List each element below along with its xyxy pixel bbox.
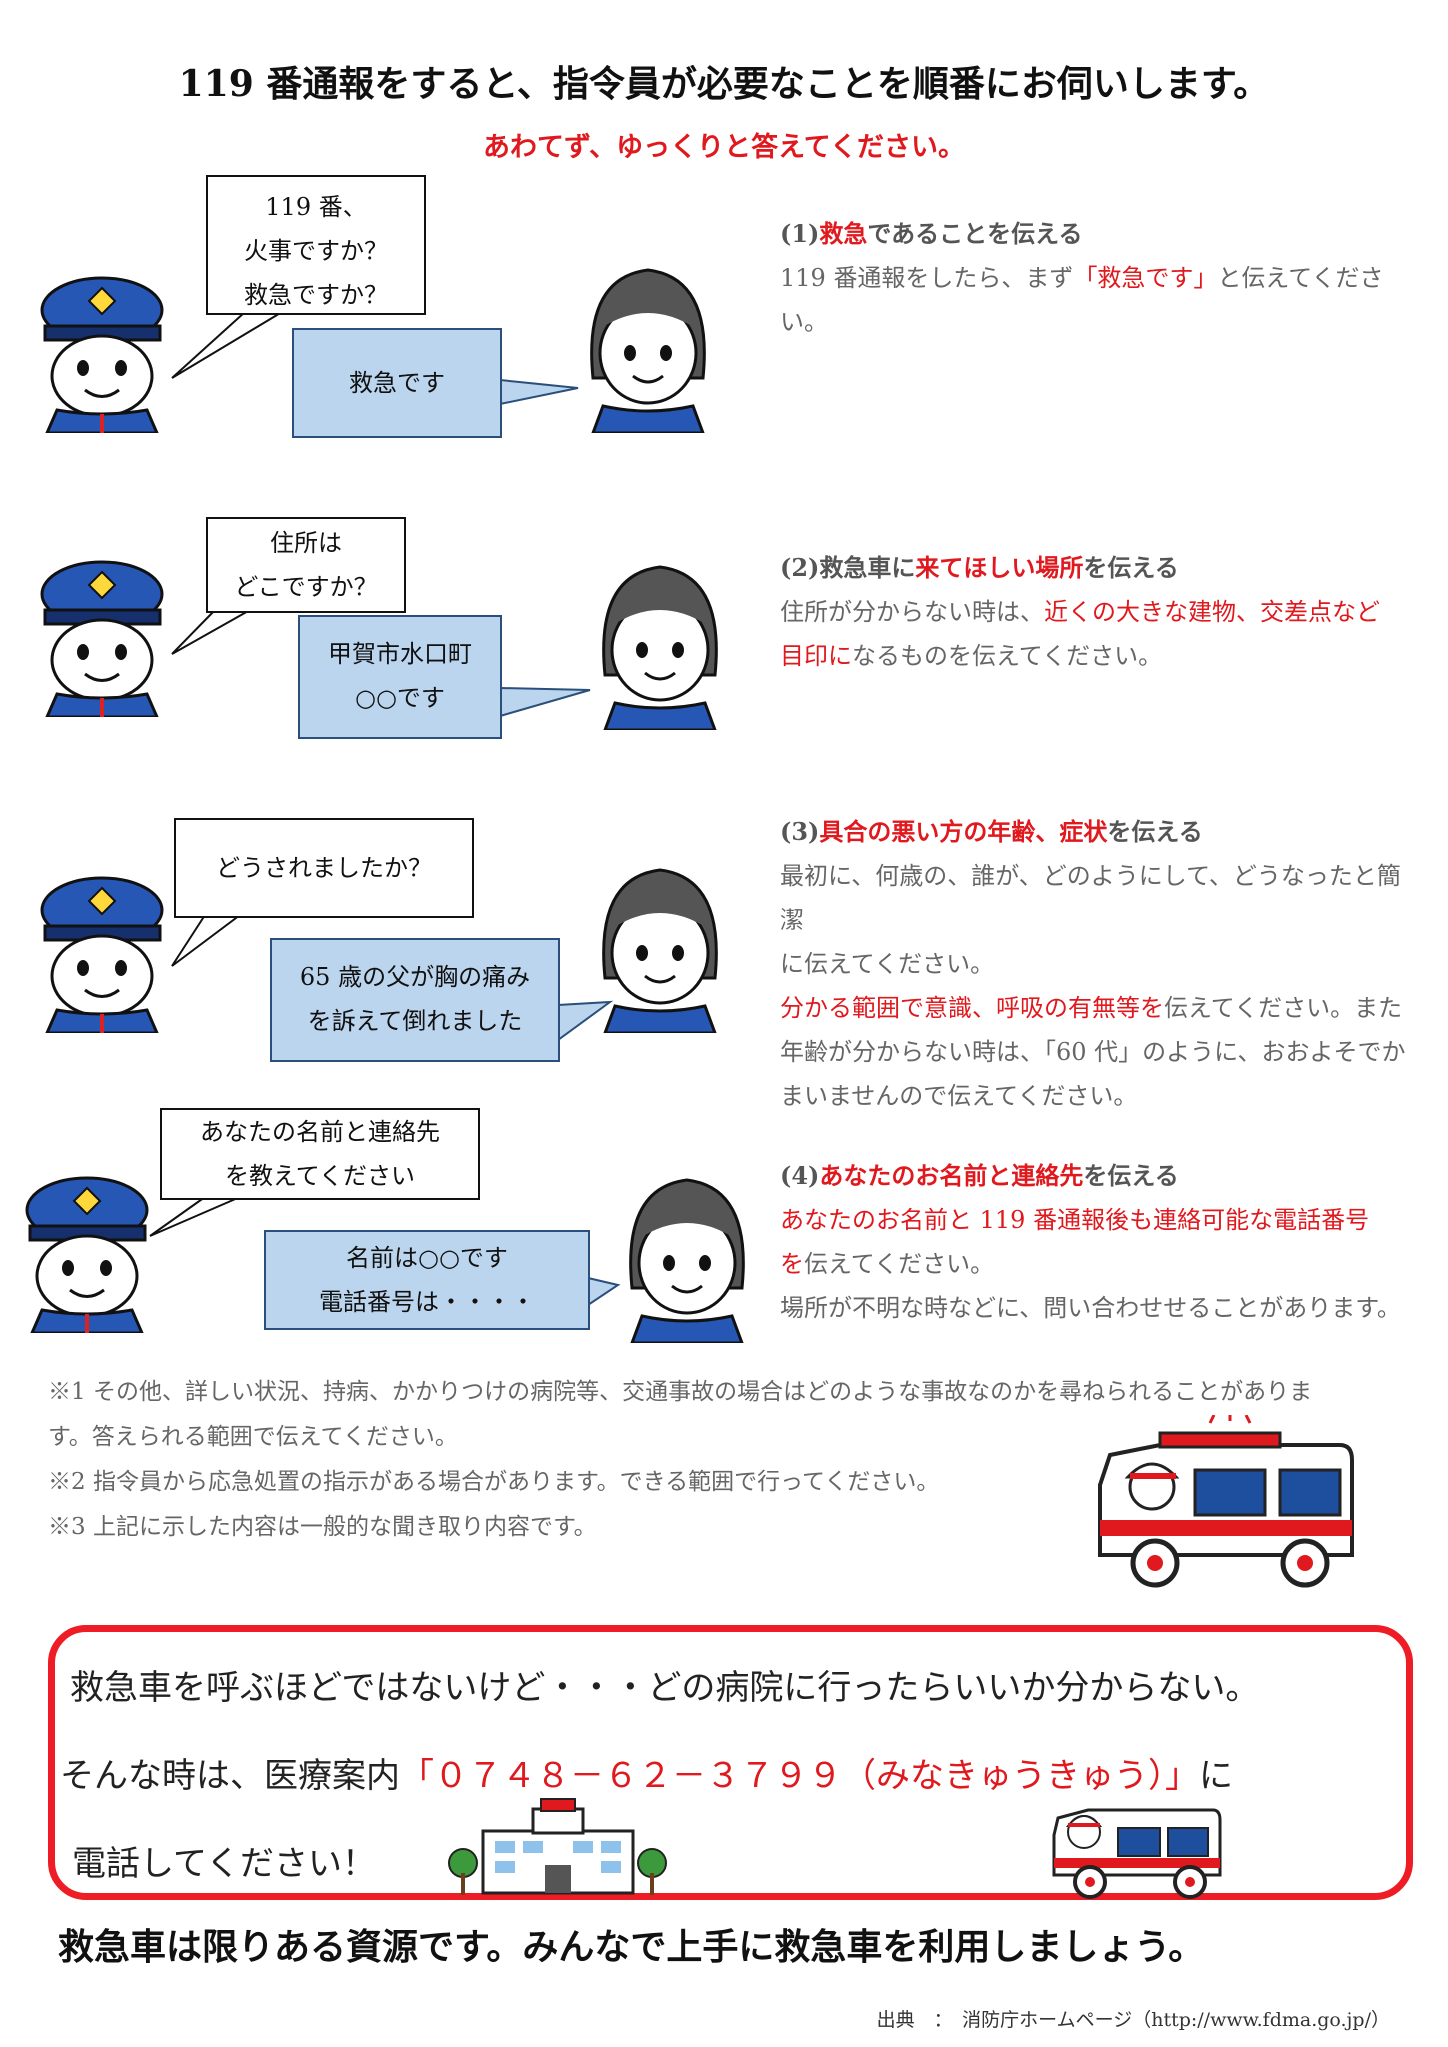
bubble-line: 住所は: [270, 529, 342, 557]
bubble-line: 電話番号は・・・・: [319, 1288, 535, 1316]
bubble-line: を訴えて倒れました: [307, 1007, 523, 1035]
bubble-line: どうされましたか？: [216, 854, 432, 882]
caller-bubble-1: 救急です: [292, 328, 502, 438]
callout-line-3: 電話してください！: [72, 1844, 376, 1884]
step-text: 119 番通報をしたら、まず「救急です」と伝えてください。: [780, 264, 1384, 336]
caller-bubble-2: 甲賀市水口町 ○○です: [298, 615, 502, 739]
step-text: 分かる範囲で意識、呼吸の有無等を伝えてください。また: [780, 994, 1403, 1022]
dispatcher-icon: [40, 876, 164, 1033]
caller-icon: [602, 565, 718, 730]
dispatcher-icon: [40, 560, 164, 717]
page-title: 119 番通報をすると、指令員が必要なことを順番にお伺いします。: [178, 63, 1270, 105]
caller-bubble-3: 65 歳の父が胸の痛み を訴えて倒れました: [270, 938, 560, 1062]
note-line: ※2 指令員から応急処置の指示がある場合があります。できる範囲で行ってください。: [48, 1469, 940, 1495]
bubble-line: どこですか？: [234, 573, 378, 601]
source-credit: 出典 ： 消防庁ホームページ（http://www.fdma.go.jp/）: [876, 2009, 1390, 2031]
step-text: あなたのお名前と 119 番通報後も連絡可能な電話番号: [780, 1206, 1370, 1234]
bubble-line: 甲賀市水口町: [328, 640, 472, 668]
caller-icon: [629, 1178, 745, 1343]
step-heading: (3)具合の悪い方の年齢、症状を伝える: [780, 817, 1203, 846]
step-2: (2)救急車に来てほしい場所を伝える 住所が分からない時は、近くの大きな建物、交…: [780, 546, 1420, 678]
dispatcher-bubble-2: 住所は どこですか？: [206, 517, 406, 613]
step-text: 住所が分からない時は、近くの大きな建物、交差点など: [780, 598, 1380, 626]
ambulance-small-icon: [1052, 1808, 1222, 1899]
step-heading: (1)救急であることを伝える: [780, 219, 1083, 248]
bottom-message: 救急車は限りある資源です。みんなで上手に救急車を利用しましょう。: [58, 1927, 1205, 1968]
step-text: まいませんので伝えてください。: [780, 1082, 1138, 1110]
notes: ※1 その他、詳しい状況、持病、かかりつけの病院等、交通事故の場合はどのような事…: [48, 1370, 1428, 1550]
dispatcher-bubble-1: 119 番、 火事ですか？ 救急ですか？: [206, 175, 426, 315]
step-text: に伝えてください。: [780, 950, 995, 978]
bubble-line: 119 番、: [265, 193, 367, 221]
note-line: ※1 その他、詳しい状況、持病、かかりつけの病院等、交通事故の場合はどのような事…: [48, 1379, 1313, 1405]
bubble-line: 名前は○○です: [346, 1244, 508, 1272]
step-text: 最初に、何歳の、誰が、どのようにして、どうなったと簡潔: [780, 862, 1401, 934]
note-line: ※3 上記に示した内容は一般的な聞き取り内容です。: [48, 1514, 597, 1540]
step-text: 目印になるものを伝えてください。: [780, 642, 1163, 670]
callout-line-2: そんな時は、医療案内「０７４８－６２－３７９９（みなきゅうきゅう）」に: [60, 1756, 1233, 1796]
hospital-icon: [448, 1798, 667, 1895]
bubble-line: 救急です: [349, 369, 445, 397]
phone-number[interactable]: 「０７４８－６２－３７９９（みなきゅうきゅう）」: [400, 1756, 1199, 1796]
dispatcher-icon: [25, 1176, 149, 1333]
callout-line-1: 救急車を呼ぶほどではないけど・・・どの病院に行ったらいいか分からない。: [70, 1668, 1260, 1708]
bubble-line: 65 歳の父が胸の痛み: [299, 963, 531, 991]
step-heading: (2)救急車に来てほしい場所を伝える: [780, 553, 1179, 582]
step-4: (4)あなたのお名前と連絡先を伝える あなたのお名前と 119 番通報後も連絡可…: [780, 1154, 1420, 1330]
step-3: (3)具合の悪い方の年齢、症状を伝える 最初に、何歳の、誰が、どのようにして、ど…: [780, 810, 1420, 1118]
step-heading: (4)あなたのお名前と連絡先を伝える: [780, 1161, 1179, 1190]
medical-guide-callout: [48, 1625, 1413, 1900]
dispatcher-bubble-4: あなたの名前と連絡先 を教えてください: [160, 1108, 480, 1200]
step-1: (1)救急であることを伝える 119 番通報をしたら、まず「救急です」と伝えてく…: [780, 212, 1420, 344]
bubble-line: あなたの名前と連絡先: [200, 1118, 440, 1146]
dispatcher-bubble-3: どうされましたか？: [174, 818, 474, 918]
ambulance-icon: [1098, 1415, 1354, 1588]
step-text: 場所が不明な時などに、問い合わせせることがあります。: [780, 1294, 1401, 1322]
caller-icon: [590, 268, 706, 433]
note-line: す。答えられる範囲で伝えてください。: [48, 1424, 458, 1450]
bubble-line: を教えてください: [224, 1162, 416, 1190]
caller-bubble-4: 名前は○○です 電話番号は・・・・: [264, 1230, 590, 1330]
dispatcher-icon: [40, 276, 164, 433]
step-text: 年齢が分からない時は、「60 代」のように、おおよそでか: [780, 1038, 1406, 1066]
page-subtitle: あわてず、ゆっくりと答えてください。: [483, 132, 965, 163]
bubble-line: 救急ですか？: [244, 281, 388, 309]
bubble-line: ○○です: [355, 684, 445, 712]
step-text: を伝えてください。: [780, 1250, 995, 1278]
bubble-line: 火事ですか？: [244, 237, 388, 265]
caller-icon: [602, 868, 718, 1033]
